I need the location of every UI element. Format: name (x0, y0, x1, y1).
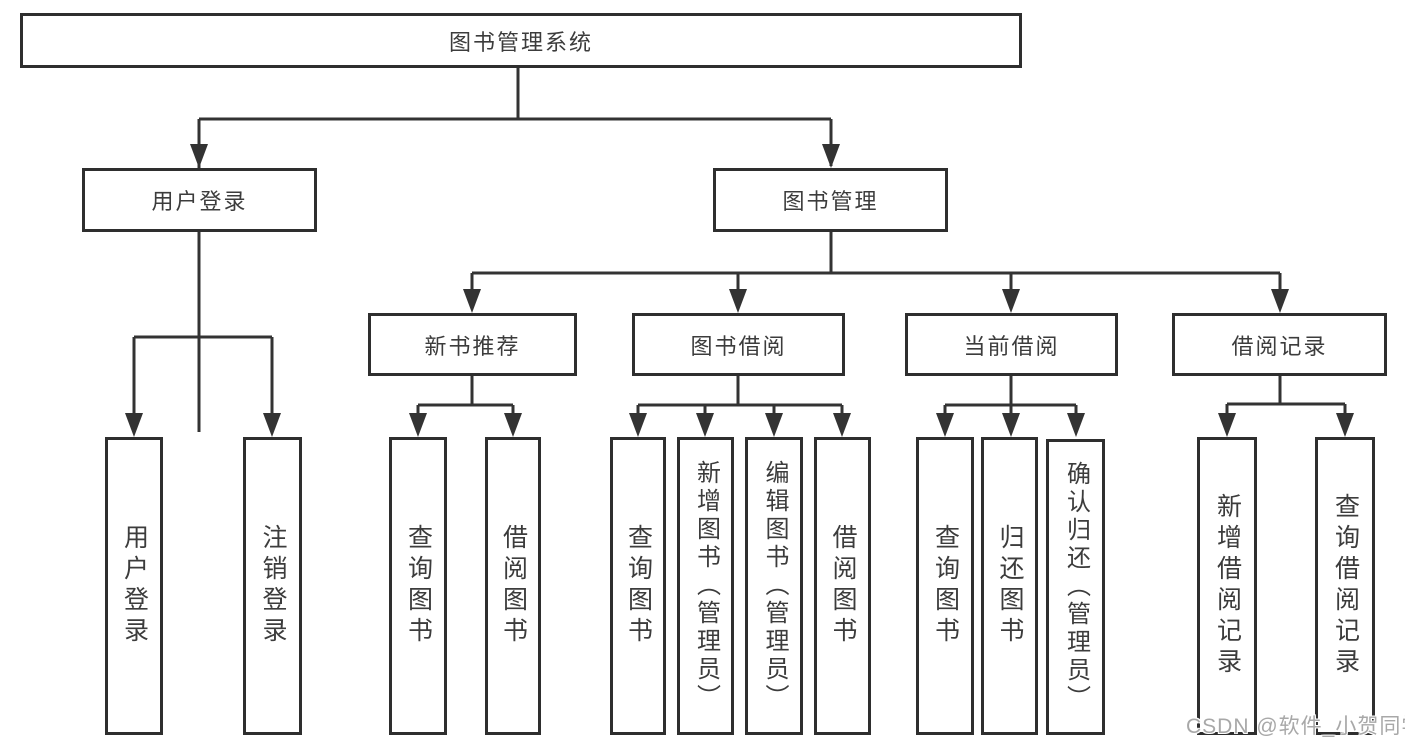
node-user-login: 用户登录 (82, 168, 317, 232)
node-new-book-recommend: 新书推荐 (368, 313, 577, 376)
node-book-borrow: 图书借阅 (632, 313, 845, 376)
watermark: CSDN @软件_小贺同学 (1186, 715, 1405, 738)
node-borrow-records: 借阅记录 (1172, 313, 1387, 376)
leaf-query-books-borrow: 查询图书 (610, 437, 666, 735)
leaf-query-books-current: 查询图书 (916, 437, 974, 735)
leaf-borrow-books-recommend: 借阅图书 (485, 437, 541, 735)
leaf-query-borrow-record: 查询借阅记录 (1315, 437, 1375, 735)
leaf-add-borrow-record: 新增借阅记录 (1197, 437, 1257, 735)
leaf-query-books-recommend: 查询图书 (389, 437, 447, 735)
leaf-user-login: 用户登录 (105, 437, 163, 735)
node-root: 图书管理系统 (20, 13, 1022, 68)
leaf-confirm-return-admin: 确认归还（管理员） (1046, 439, 1105, 735)
leaf-logout: 注销登录 (243, 437, 302, 735)
node-book-management: 图书管理 (713, 168, 948, 232)
leaf-add-book-admin: 新增图书（管理员） (677, 437, 734, 735)
leaf-edit-book-admin: 编辑图书（管理员） (745, 437, 803, 735)
node-current-borrow: 当前借阅 (905, 313, 1118, 376)
leaf-borrow-books: 借阅图书 (814, 437, 871, 735)
leaf-return-book: 归还图书 (981, 437, 1038, 735)
